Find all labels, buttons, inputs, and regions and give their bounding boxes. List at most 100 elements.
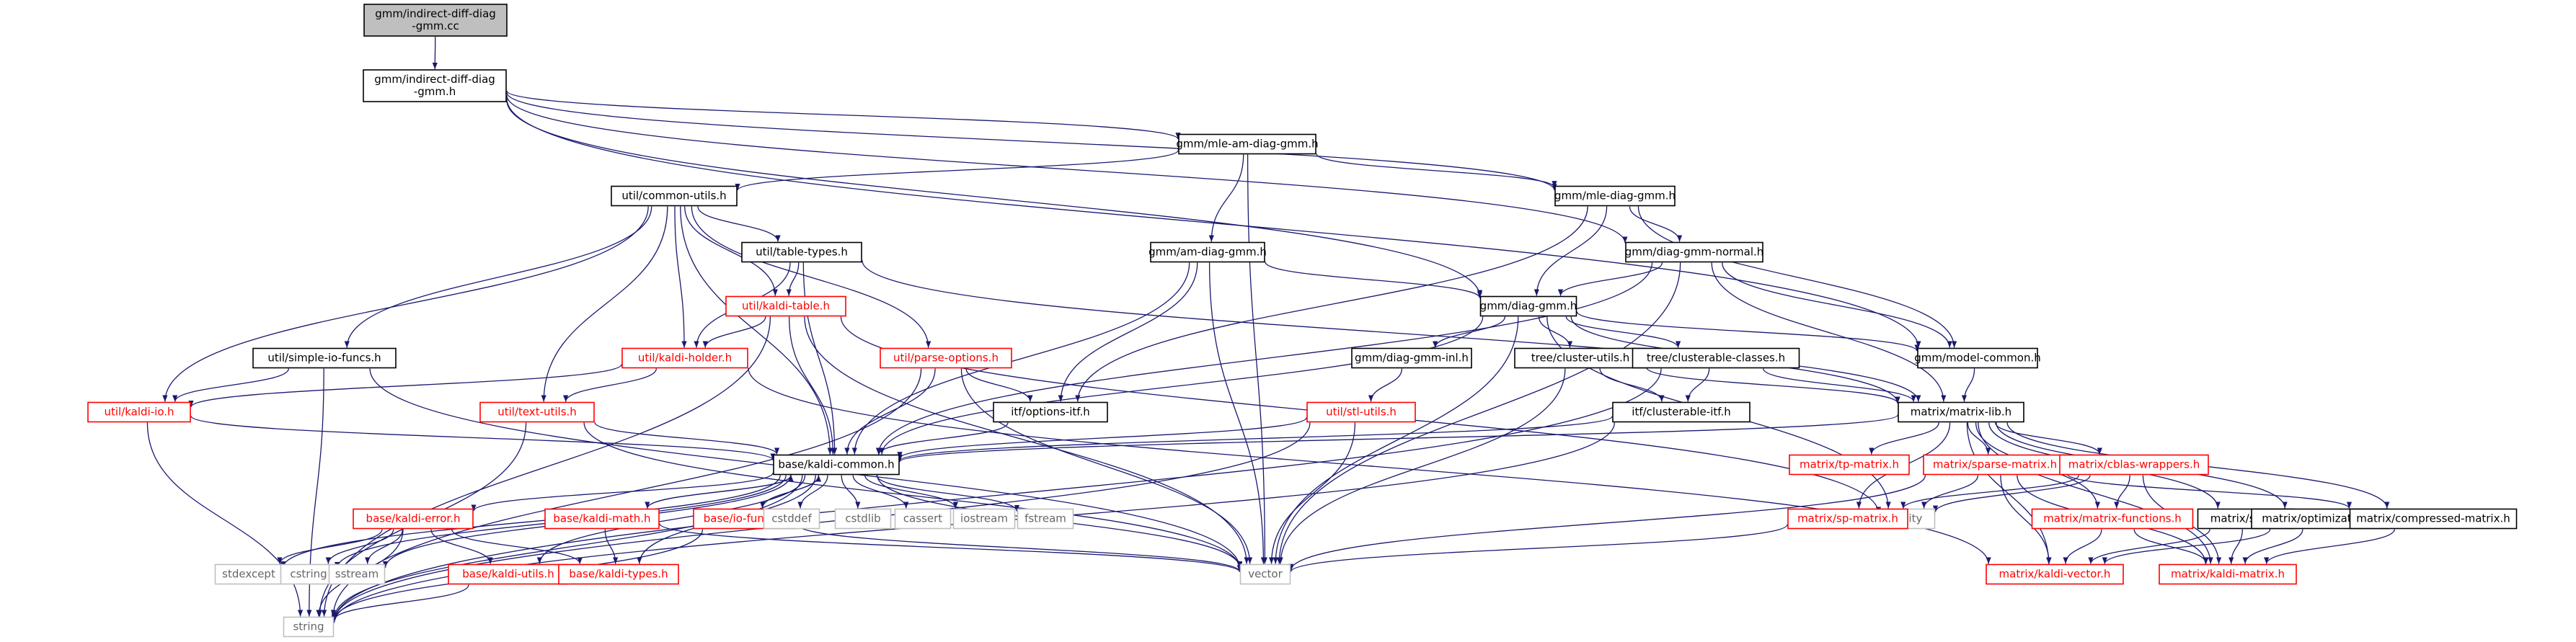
header-node-compressed[interactable]: matrix/compressed-matrix.h bbox=[2349, 508, 2518, 530]
edge-optimization-to-kaldi-matrix bbox=[2242, 529, 2303, 564]
node-label: util/simple-io-funcs.h bbox=[267, 352, 381, 365]
header-node-matrix-functions[interactable]: matrix/matrix-functions.h bbox=[2031, 508, 2194, 530]
node-label: gmm/diag-gmm-normal.h bbox=[1625, 246, 1764, 259]
node-box bbox=[2031, 508, 2194, 530]
header-node-am-diag[interactable]: gmm/am-diag-gmm.h bbox=[1148, 241, 1267, 263]
header-node-root[interactable]: gmm/indirect-diff-diag-gmm.cc bbox=[363, 4, 508, 37]
header-nodes: gmm/indirect-diff-diag-gmm.cc gmm/indirec… bbox=[87, 4, 2518, 638]
edge-cblas-to-matrix-functions bbox=[2114, 475, 2130, 509]
edge-stl-utils-to-kaldi-common bbox=[897, 417, 1307, 459]
node-box bbox=[952, 508, 1016, 530]
node-label: cassert bbox=[903, 512, 942, 525]
node-label: matrix/sparse-matrix.h bbox=[1933, 458, 2057, 471]
header-node-simple-io[interactable]: util/simple-io-funcs.h bbox=[252, 347, 397, 369]
node-label: tree/cluster-utils.h bbox=[1531, 352, 1630, 365]
header-node-cblas[interactable]: matrix/cblas-wrappers.h bbox=[2059, 454, 2209, 476]
edge-table-types-to-kaldi-common bbox=[802, 262, 838, 455]
node-label: stdexcept bbox=[222, 568, 275, 581]
header-node-diag-gmm[interactable]: gmm/diag-gmm.h bbox=[1480, 295, 1577, 317]
edge-diag-gmm-to-dgi bbox=[1433, 316, 1506, 348]
edge-srfft-to-kaldi-matrix bbox=[2228, 529, 2243, 564]
edge-common-utils-to-kaldi-common bbox=[680, 206, 833, 455]
header-node-clusterable[interactable]: tree/clusterable-classes.h bbox=[1632, 347, 1800, 369]
node-box bbox=[214, 563, 283, 585]
edge-mle-diag-to-model-common bbox=[1637, 206, 1957, 348]
edge-kaldi-table-to-kaldi-common bbox=[788, 316, 836, 455]
edge-am-diag-to-options-itf bbox=[1058, 262, 1198, 402]
node-label: -gmm.cc bbox=[412, 19, 459, 32]
header-node-table-types[interactable]: util/table-types.h bbox=[741, 241, 862, 263]
node-box bbox=[1514, 347, 1647, 369]
node-label: gmm/mle-am-diag-gmm.h bbox=[1176, 138, 1318, 151]
edge-mle-diag-to-dgn bbox=[1629, 206, 1683, 242]
edge-matrix-lib-to-sparse-matrix bbox=[1967, 422, 1991, 455]
node-label: matrix/matrix-functions.h bbox=[2043, 512, 2182, 525]
header-node-string: string bbox=[283, 616, 335, 638]
node-box bbox=[252, 347, 397, 369]
node-box bbox=[363, 4, 508, 37]
edge-dgn-to-model-common bbox=[1722, 262, 1952, 348]
header-node-sparse-matrix[interactable]: matrix/sparse-matrix.h bbox=[1923, 454, 2067, 476]
node-label: matrix/kaldi-vector.h bbox=[1999, 568, 2111, 581]
node-box bbox=[1789, 454, 1910, 476]
edge-common-utils-to-table-types bbox=[697, 206, 781, 242]
header-node-kaldi-table[interactable]: util/kaldi-table.h bbox=[725, 295, 846, 317]
header-node-kaldi-math[interactable]: base/kaldi-math.h bbox=[544, 508, 660, 530]
edge-parse-opts-to-options-itf bbox=[965, 368, 1033, 402]
header-node-dgi[interactable]: gmm/diag-gmm-inl.h bbox=[1351, 347, 1472, 369]
edge-dgn-to-diag-gmm bbox=[1557, 262, 1663, 296]
node-label: util/parse-options.h bbox=[893, 352, 999, 365]
node-box bbox=[880, 347, 1012, 369]
header-node-kaldi-types[interactable]: base/kaldi-types.h bbox=[558, 563, 679, 585]
node-box bbox=[993, 401, 1108, 423]
header-node-dgn[interactable]: gmm/diag-gmm-normal.h bbox=[1625, 241, 1764, 263]
edge-idg-h-to-mle-diag bbox=[506, 92, 1557, 191]
edge-am-diag-to-vector bbox=[1208, 262, 1266, 564]
header-node-mle-am[interactable]: gmm/mle-am-diag-gmm.h bbox=[1176, 133, 1319, 155]
header-node-mle-diag[interactable]: gmm/mle-diag-gmm.h bbox=[1554, 185, 1676, 207]
header-node-cluster-utils[interactable]: tree/cluster-utils.h bbox=[1514, 347, 1647, 369]
node-label: util/table-types.h bbox=[756, 246, 848, 259]
header-node-stl-utils[interactable]: util/stl-utils.h bbox=[1306, 401, 1416, 423]
header-node-kaldi-utils[interactable]: base/kaldi-utils.h bbox=[448, 563, 569, 585]
node-label: util/kaldi-io.h bbox=[104, 406, 174, 419]
header-node-model-common[interactable]: gmm/model-common.h bbox=[1914, 347, 2041, 369]
edge-text-utils-to-kaldi-common bbox=[594, 422, 780, 455]
node-label: matrix/matrix-lib.h bbox=[1911, 406, 2011, 419]
header-node-clusterable-itf[interactable]: itf/clusterable-itf.h bbox=[1612, 401, 1750, 423]
edge-dgi-to-stl-utils bbox=[1368, 368, 1403, 402]
header-node-sp-matrix[interactable]: matrix/sp-matrix.h bbox=[1787, 508, 1908, 530]
edge-matrix-functions-to-kaldi-vector bbox=[2063, 529, 2102, 564]
edge-compressed-to-kaldi-matrix bbox=[2264, 529, 2395, 564]
header-node-kaldi-error[interactable]: base/kaldi-error.h bbox=[353, 508, 474, 530]
header-node-kaldi-holder[interactable]: util/kaldi-holder.h bbox=[621, 347, 748, 369]
header-node-kaldi-matrix[interactable]: matrix/kaldi-matrix.h bbox=[2159, 563, 2297, 585]
edge-mle-diag-to-options-itf bbox=[1075, 206, 1588, 402]
node-label: tree/clusterable-classes.h bbox=[1647, 352, 1785, 365]
header-node-kaldi-vector[interactable]: matrix/kaldi-vector.h bbox=[1986, 563, 2124, 585]
node-box bbox=[328, 563, 386, 585]
edge-clusterable-itf-to-kaldi-common bbox=[897, 416, 1613, 462]
node-label: util/kaldi-holder.h bbox=[638, 352, 732, 365]
header-node-cstring: cstring bbox=[280, 563, 337, 585]
edge-diag-gmm-to-cluster-utils bbox=[1538, 316, 1573, 348]
header-node-text-utils[interactable]: util/text-utils.h bbox=[479, 401, 595, 423]
node-box bbox=[1632, 347, 1800, 369]
edge-kaldi-utils-to-string bbox=[331, 584, 469, 620]
header-node-idg-h[interactable]: gmm/indirect-diff-diag-gmm.h bbox=[363, 69, 507, 102]
node-label: itf/options-itf.h bbox=[1011, 406, 1090, 419]
header-node-stdexcept: stdexcept bbox=[214, 563, 283, 585]
header-node-matrix-lib[interactable]: matrix/matrix-lib.h bbox=[1898, 401, 2024, 423]
header-node-common-utils[interactable]: util/common-utils.h bbox=[611, 185, 738, 207]
header-node-kaldi-io[interactable]: util/kaldi-io.h bbox=[87, 401, 191, 423]
node-label: iostream bbox=[960, 512, 1008, 525]
header-node-options-itf[interactable]: itf/options-itf.h bbox=[993, 401, 1108, 423]
header-node-parse-opts[interactable]: util/parse-options.h bbox=[880, 347, 1012, 369]
header-node-cstddef: cstddef bbox=[763, 508, 820, 530]
node-box bbox=[741, 241, 862, 263]
node-label: util/common-utils.h bbox=[621, 190, 726, 202]
node-box bbox=[834, 508, 892, 530]
header-node-kaldi-common[interactable]: base/kaldi-common.h bbox=[773, 454, 900, 476]
edge-io-funcs-to-vector bbox=[796, 524, 1242, 572]
header-node-tp-matrix[interactable]: matrix/tp-matrix.h bbox=[1789, 454, 1910, 476]
